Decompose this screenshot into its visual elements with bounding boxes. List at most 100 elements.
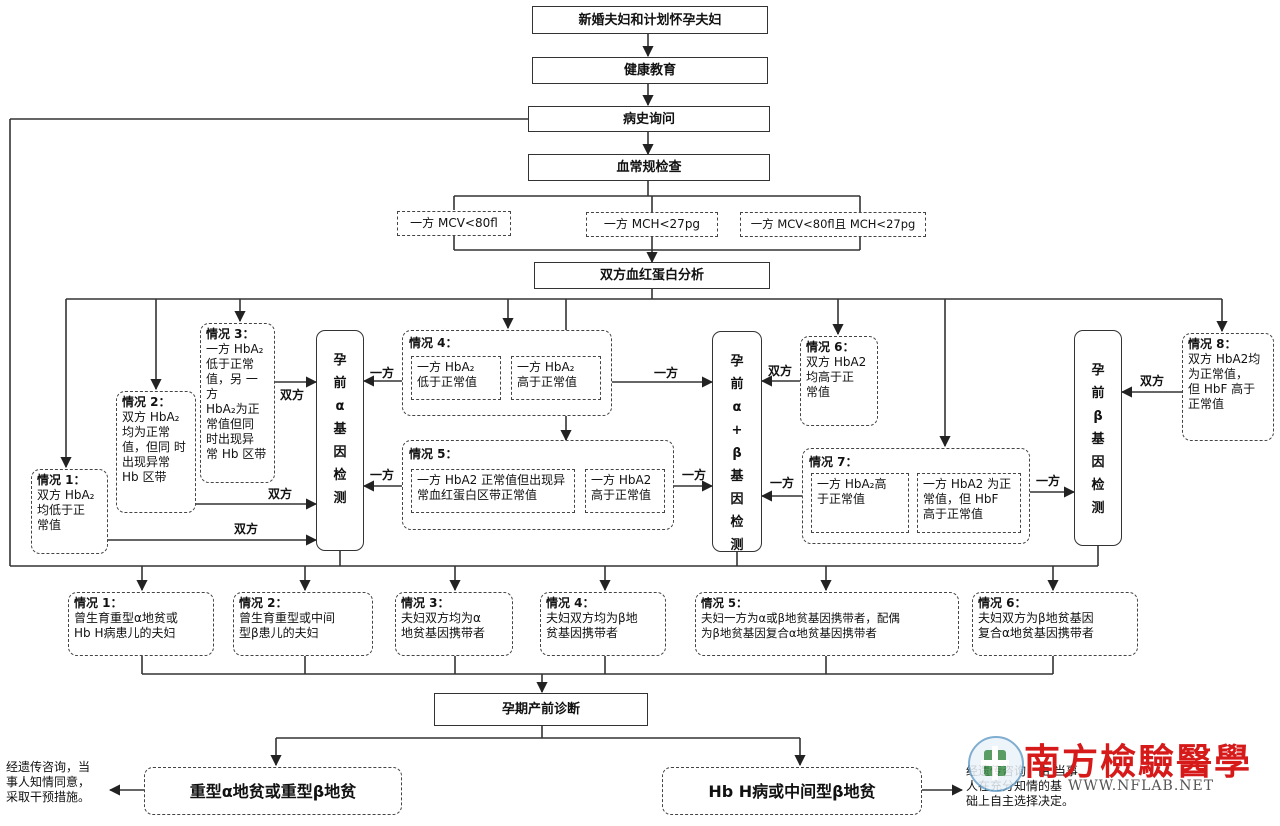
case-8-title: 情况 8： [1188,337,1237,351]
case-2-line: Hb 区带 [122,470,167,484]
prenatal-diagnosis-label: 孕期产前诊断 [501,702,580,717]
label-yifang: 一方 [654,366,679,380]
case-4-low-box: 一方 HbA₂ 低于正常值 [411,356,501,400]
outcome-3-box: 情况 3： 夫妇双方均为α 地贫基因携带者 [395,592,513,656]
mcv-mch-label: 一方 MCV<80fl且 MCH<27pg [750,217,916,231]
case-4-high-box: 一方 HbA₂ 高于正常值 [511,356,601,400]
case-2-line: 均为正常 [122,425,171,439]
medical-history-box: 病史询问 [528,106,770,132]
outcome-1-title: 情况 1： [74,596,123,610]
left-note-line: 经遗传咨询，当 [6,760,91,774]
case-5-high-box: 一方 HbA2 高于正常值 [585,469,665,513]
outcome-2-title: 情况 2： [239,596,288,610]
case-3-line: HbA₂为正 [206,402,260,416]
alpha-test-box: 孕前α基因检测 [316,330,364,551]
medical-history-label: 病史询问 [622,111,675,127]
left-note-line: 事人知情同意， [6,775,91,789]
alpha-beta-test-box: 孕前α+β基因检测 [712,331,762,553]
outcome-3-line: 地贫基因携带者 [401,626,486,640]
right-note-line: 础上自主选择决定。 [966,794,1075,808]
case-3-line: 时出现异 [206,432,255,446]
case-8-box: 情况 8： 双方 HbA2均 为正常值， 但 HbF 高于 正常值 [1182,333,1274,441]
case-3-title: 情况 3： [206,327,255,341]
case-2-title: 情况 2： [122,395,171,409]
label-shuangfang: 双方 [768,364,793,378]
case-6-line: 双方 HbA2 [806,355,867,369]
label-shuangfang: 双方 [268,487,293,501]
couples-box: 新婚夫妇和计划怀孕夫妇 [532,6,768,34]
case-7-hbf-line: 常值，但 HbF [923,492,999,506]
case-1-line: 常值 [37,518,62,532]
case-3-line: 常值但同 [206,417,255,431]
prenatal-diagnosis-box: 孕期产前诊断 [434,693,648,726]
case-6-line: 均高于正 [806,370,855,384]
case-4-box: 情况 4： 一方 HbA₂ 低于正常值 一方 HbA₂ 高于正常值 [402,330,612,416]
label-shuangfang: 双方 [234,522,259,536]
outcome-5-box: 情况 5： 夫妇一方为α或β地贫基因携带者，配偶 为β地贫基因复合α地贫基因携带… [695,592,959,656]
beta-test-box: 孕前β基因检测 [1074,330,1122,546]
outcome-6-line: 复合α地贫基因携带者 [978,626,1094,640]
case-4-title: 情况 4： [409,336,458,350]
case-6-title: 情况 6： [806,340,855,354]
case-8-line: 为正常值， [1188,367,1249,381]
blood-routine-box: 血常规检查 [528,154,770,181]
watermark-emblem-icon [968,736,1024,792]
hb-analysis-box: 双方血红蛋白分析 [534,262,770,289]
case-3-box: 情况 3： 一方 HbA₂ 低于正常 值，另 一方 HbA₂为正 常值但同 时出… [200,323,275,483]
blood-routine-label: 血常规检查 [616,160,682,175]
case-5-high-line: 高于正常值 [591,488,652,502]
outcome-3-title: 情况 3： [401,596,450,610]
case-7-high-line: 于正常值 [817,492,866,506]
case-8-line: 但 HbF 高于 [1188,382,1256,396]
case-5-normal-line: 常血红蛋白区带正常值 [417,488,538,502]
case-5-box: 情况 5： 一方 HbA2 正常值但出现异 常血红蛋白区带正常值 一方 HbA2… [402,440,674,530]
left-note-line: 采取干预措施。 [6,790,91,804]
case-3-line: 一方 HbA₂ [206,342,264,356]
severe-thalassemia-label: 重型α地贫或重型β地贫 [189,781,357,801]
case-6-line: 常值 [806,385,831,399]
health-education-box: 健康教育 [532,57,768,84]
case-8-line: 双方 HbA2均 [1188,352,1261,366]
label-yifang: 一方 [370,366,395,380]
couples-label: 新婚夫妇和计划怀孕夫妇 [578,12,722,28]
label-shuangfang: 双方 [280,388,305,402]
watermark-url: WWW.NFLAB.NET [1068,778,1215,794]
label-yifang: 一方 [770,476,795,490]
case-2-line: 出现异常 [122,455,171,469]
outcome-4-box: 情况 4： 夫妇双方均为β地 贫基因携带者 [540,592,666,656]
outcome-5-line: 夫妇一方为α或β地贫基因携带者，配偶 [701,611,900,625]
hbh-label: Hb H病或中间型β地贫 [708,781,876,801]
outcome-2-line: 曾生育重型或中间 [239,611,336,625]
case-4-low-line: 一方 HbA₂ [417,360,475,374]
case-1-title: 情况 1： [37,473,86,487]
label-yifang: 一方 [1036,474,1061,488]
mch-label: 一方 MCH<27pg [603,217,701,231]
hb-analysis-label: 双方血红蛋白分析 [599,268,704,283]
mcv-mch-box: 一方 MCV<80fl且 MCH<27pg [740,212,926,237]
case-3-line: 低于正常 [206,357,255,371]
outcome-6-box: 情况 6： 夫妇双方为β地贫基因 复合α地贫基因携带者 [972,592,1138,656]
case-1-line: 均低于正 [37,503,86,517]
case-3-line: 值，另 一方 [206,372,258,401]
case-2-box: 情况 2： 双方 HbA₂ 均为正常 值，但同 时 出现异常 Hb 区带 [116,391,196,513]
case-7-box: 情况 7： 一方 HbA₂高 于正常值 一方 HbA2 为正 常值，但 HbF … [802,448,1030,544]
outcome-4-line: 贫基因携带者 [546,626,619,640]
alpha-beta-test-label: 孕前α+β基因检测 [730,354,744,553]
outcome-6-title: 情况 6： [978,596,1027,610]
outcome-1-line: 曾生育重型α地贫或 [74,611,178,625]
outcome-1-line: Hb H病患儿的夫妇 [74,626,176,640]
case-7-hbf-line: 高于正常值 [923,507,984,521]
watermark-name: 南方檢驗醫學 [1024,741,1253,783]
mcv-label: 一方 MCV<80fl [410,216,498,230]
case-2-line: 值，但同 时 [122,440,186,454]
case-4-low-line: 低于正常值 [417,375,478,389]
outcome-2-box: 情况 2： 曾生育重型或中间 型β患儿的夫妇 [233,592,373,656]
case-7-high-box: 一方 HbA₂高 于正常值 [811,473,909,533]
case-7-hbf-box: 一方 HbA2 为正 常值，但 HbF 高于正常值 [917,473,1021,533]
label-yifang: 一方 [682,468,707,482]
outcome-1-box: 情况 1： 曾生育重型α地贫或 Hb H病患儿的夫妇 [68,592,214,656]
mcv-box: 一方 MCV<80fl [397,211,511,236]
hbh-box: Hb H病或中间型β地贫 [662,767,922,815]
case-4-high-line: 高于正常值 [517,375,578,389]
case-1-line: 双方 HbA₂ [37,488,95,502]
